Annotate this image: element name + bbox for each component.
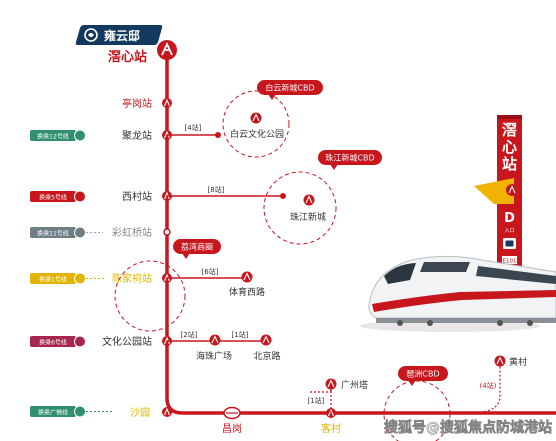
dest-label-beijing: 北京路 — [253, 350, 280, 362]
transfer-badge-5: 换乘5号线 — [30, 190, 86, 203]
logo-text: 雍云邸 — [104, 28, 140, 43]
transfer-badge-guangfo: 换乘广佛线 — [30, 405, 86, 418]
sign-code: E101 — [503, 259, 517, 265]
cbd-ring-baiyun — [222, 90, 290, 158]
station-tinggang — [162, 98, 172, 108]
transfer-label-12: 换乘12号线 — [37, 133, 69, 141]
station-label-tinggang: 亭岗站 — [122, 97, 152, 110]
branch-count-beijing: [1站] — [232, 330, 249, 339]
cbd-badge-liwan: 荔湾商圈 — [173, 239, 221, 259]
cbd-label-zhujiang: 珠江新城CBD — [325, 153, 374, 163]
station-label-wenhuagongyuan: 文化公园站 — [102, 335, 152, 348]
train-illustration — [360, 255, 556, 332]
station-dot-zhujiang — [280, 193, 286, 199]
transfer-label-6: 换乘6号线 — [39, 339, 67, 347]
dest-label-zhujiang: 珠江新城 — [290, 211, 326, 223]
sign-char-1: 滘 — [502, 121, 517, 139]
cbd-ring-zhujiang — [263, 171, 337, 245]
start-station-marker — [157, 40, 177, 60]
metro-icon-beijing — [260, 334, 272, 346]
metro-icon-haizhu — [209, 334, 221, 346]
dest-label-baiyun: 白云文化公园 — [230, 128, 284, 140]
station-label-xicun: 西村站 — [122, 190, 152, 203]
station-label-changgang: 昌岗 — [222, 423, 242, 435]
station-label-chongxin: 滘心站 — [108, 49, 147, 65]
station-changgang — [223, 406, 241, 420]
branch-count-baiyun: [4站] — [185, 123, 202, 132]
station-label-huangcun: 黄村 — [509, 356, 527, 368]
transfer-badge-1: 换乘1号线 — [30, 272, 86, 285]
transfer-label-1: 换乘1号线 — [39, 276, 67, 284]
transfer-badge-11: 换乘11号线 — [30, 226, 86, 239]
cbd-badge-zhujiang: 珠江新城CBD — [318, 150, 382, 170]
transfer-badge-12: 换乘12号线 — [30, 129, 86, 142]
sign-exit-label: 入口 — [504, 228, 514, 234]
station-label-kecun: 客村 — [321, 422, 341, 435]
sign-exit-letter: D — [504, 211, 515, 226]
branch-count-zhujiang: [8站] — [208, 185, 225, 194]
metro-icon-tiyu — [241, 271, 253, 283]
branch-count-tiyu: [6站] — [202, 267, 219, 276]
cbd-badge-pazhou: 琶洲CBD — [398, 366, 448, 386]
station-shayuan — [162, 407, 172, 417]
metro-icon-baiyun — [250, 112, 262, 124]
transfer-label-11: 换乘11号线 — [37, 230, 69, 238]
metro-icon-guangzhouta — [325, 378, 337, 390]
cbd-label-baiyun: 白云新城CBD — [265, 83, 314, 93]
metro-icon-zhujiang — [303, 194, 315, 206]
cbd-ring-liwan — [114, 260, 186, 332]
station-label-julong: 聚龙站 — [122, 129, 152, 142]
sign-char-3: 站 — [502, 155, 517, 173]
watermark: 搜狐号@搜狐焦点防城港站 — [384, 419, 552, 436]
station-label-caihongqiao: 彩虹桥站 — [112, 226, 152, 239]
station-label-chenjiaci: 陈家祠站 — [112, 272, 152, 285]
brand-logo: 雍云邸 — [75, 25, 163, 45]
station-label-shayuan: 沙园 — [130, 407, 150, 419]
dest-label-haizhu: 海珠广场 — [196, 350, 232, 362]
transfer-label-5: 换乘5号线 — [39, 194, 67, 202]
metro-icon-huangcun — [494, 355, 506, 367]
station-caihongqiao — [163, 228, 171, 236]
cbd-badge-baiyun: 白云新城CBD — [257, 80, 323, 100]
dest-label-tiyu: 体育西路 — [229, 286, 265, 298]
branch-count-guangzhouta: [1站] — [308, 396, 325, 405]
station-dot-baiyun — [215, 132, 221, 138]
transfer-label-guangfo: 换乘广佛线 — [38, 409, 68, 417]
cbd-label-liwan: 荔湾商圈 — [181, 242, 213, 252]
dest-label-guangzhouta: 广州塔 — [341, 379, 368, 391]
transfer-badge-6: 换乘6号线 — [30, 335, 86, 348]
sign-char-2: 心 — [502, 138, 517, 156]
branch-count-huangcun: (4站) — [480, 381, 497, 390]
branch-count-haizhu: [2站] — [181, 330, 198, 339]
branch-huangcun — [456, 365, 501, 414]
cbd-label-pazhou: 琶洲CBD — [406, 370, 439, 379]
